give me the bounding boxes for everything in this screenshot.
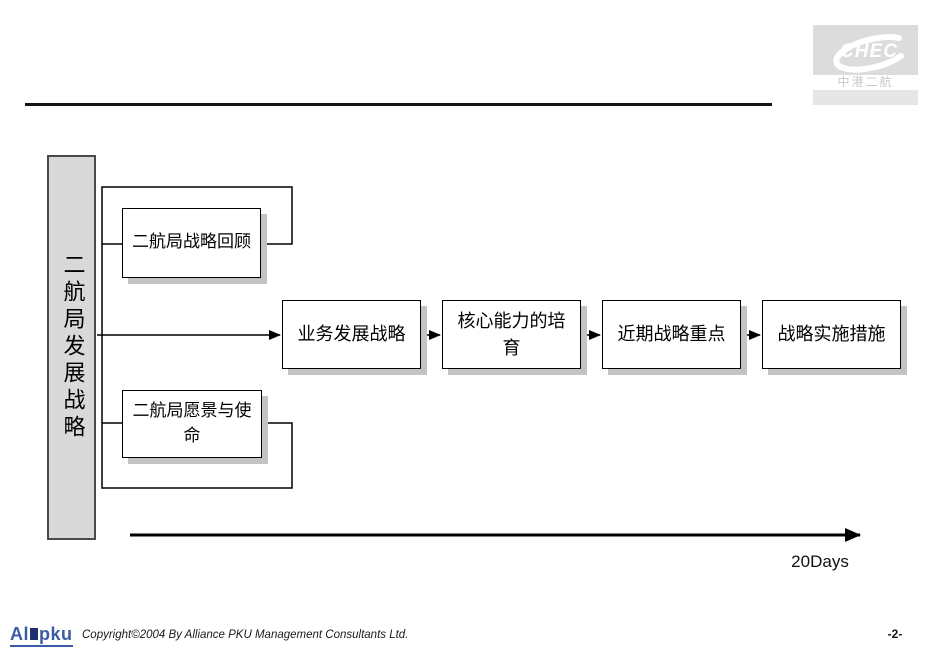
allpku-logo-text-pre: Al (10, 624, 29, 644)
box-vision-mission-label: 二航局愿景与使命 (132, 400, 252, 447)
box-near-term-strategy-focus: 近期战略重点 (602, 300, 741, 369)
allpku-square-icon (30, 628, 38, 640)
page-number: -2- (887, 627, 903, 641)
box-near-term-strategy-focus-label: 近期战略重点 (617, 324, 726, 345)
title-divider-line (25, 103, 772, 106)
box-vision-mission: 二航局愿景与使命 (122, 390, 262, 458)
box-strategy-review-label: 二航局战略回顾 (132, 232, 251, 253)
copyright-text: Copyright©2004 By Alliance PKU Managemen… (82, 629, 409, 641)
box-core-competence-cultivation: 核心能力的培育 (442, 300, 581, 369)
box-strategy-implementation-measures-label: 战略实施措施 (777, 324, 886, 345)
box-business-development-strategy: 业务发展战略 (282, 300, 421, 369)
chec-brand-text: CHEC (840, 41, 898, 62)
box-strategy-review: 二航局战略回顾 (122, 208, 261, 278)
chec-caption: 中港二航 (837, 75, 894, 89)
chec-logo-strip (813, 90, 918, 105)
sidebar-strategy-bar: 二航局发展战略 (47, 155, 96, 540)
chec-swoosh-icon: CHEC (833, 34, 904, 73)
box-strategy-implementation-measures: 战略实施措施 (762, 300, 901, 369)
box-core-competence-cultivation-label: 核心能力的培育 (457, 310, 566, 359)
chec-logo: CHEC (813, 25, 918, 75)
box-business-development-strategy-label: 业务发展战略 (297, 324, 406, 345)
timeline-duration-label: 20Days (791, 552, 849, 571)
sidebar-strategy-label: 二航局发展战略 (59, 253, 85, 442)
allpku-logo-text-post: pku (39, 624, 73, 644)
